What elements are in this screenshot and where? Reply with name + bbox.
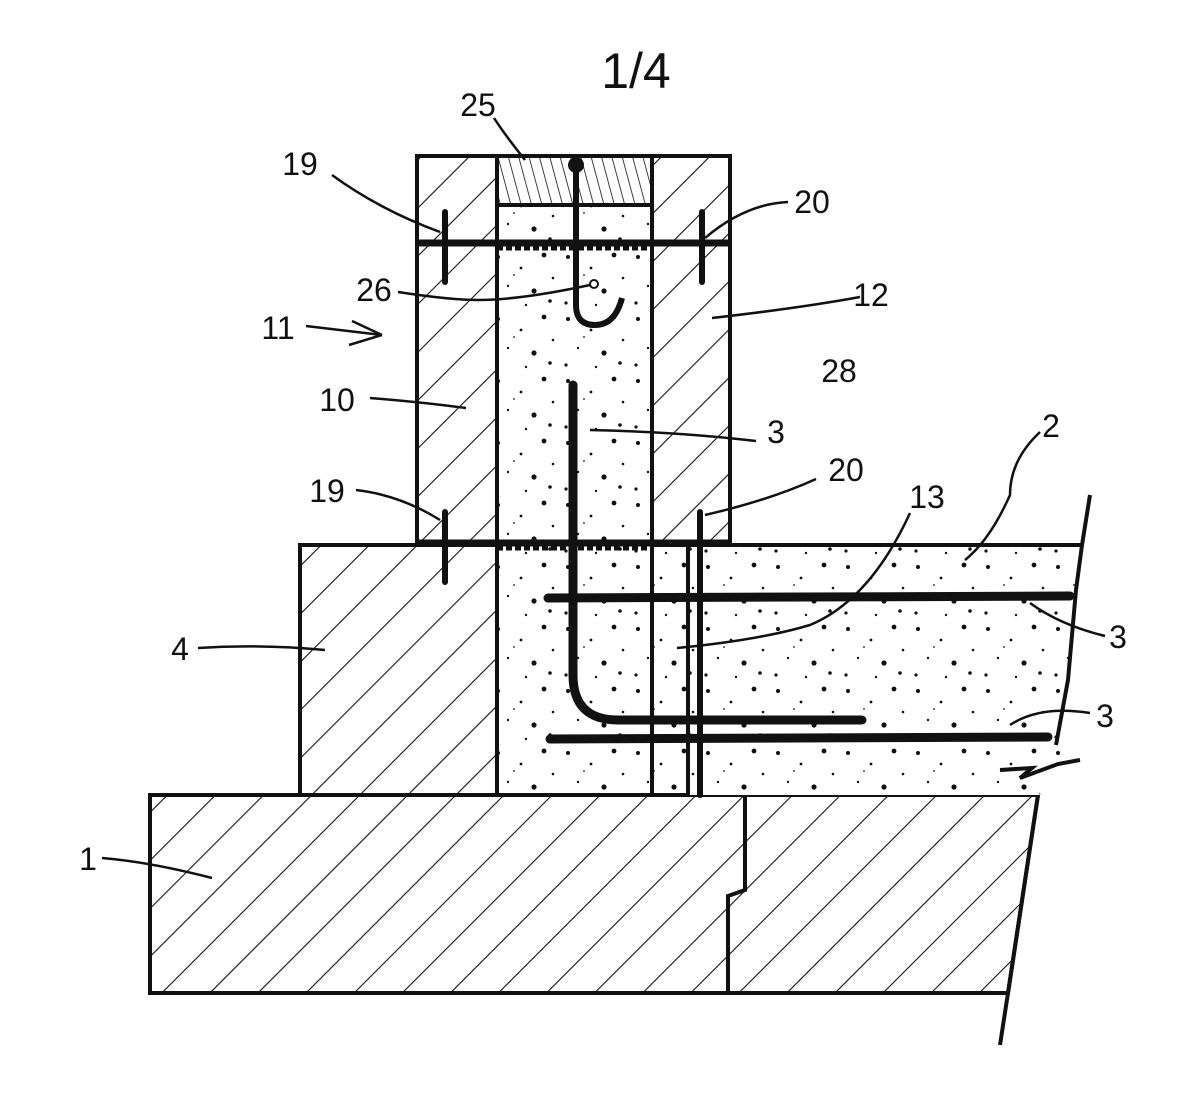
figure-title: 1/4 [601,43,671,99]
label-20-top: 20 [794,184,830,220]
label-26: 26 [356,272,392,308]
label-20-bottom: 20 [828,452,864,488]
left-formwork-wall [415,154,499,547]
hook-head [568,157,584,173]
label-12: 12 [853,277,889,313]
label-28: 28 [821,353,857,389]
label-10: 10 [319,382,355,418]
label-2: 2 [1042,408,1060,444]
label-3-vertical: 3 [767,414,785,450]
foundation-slab [148,793,1041,1046]
arrow-11 [305,319,383,347]
hook-eye [589,279,599,289]
leader-lines [101,117,1106,880]
label-3-upper: 3 [1109,619,1127,655]
reinforcement-bars [543,380,1075,744]
hook-anchor [573,165,625,329]
label-4: 4 [171,631,189,667]
label-11: 11 [261,310,294,346]
right-formwork-wall [650,154,732,547]
reference-numerals: 25 19 20 26 12 11 28 10 3 2 19 20 13 4 3… [79,87,1127,877]
label-19-top: 19 [282,146,318,182]
label-13: 13 [909,479,945,515]
label-25: 25 [460,87,496,123]
left-block [298,543,500,797]
label-3-lower: 3 [1096,698,1114,734]
label-19-bottom: 19 [309,473,345,509]
post [650,543,690,797]
label-1: 1 [79,841,97,877]
